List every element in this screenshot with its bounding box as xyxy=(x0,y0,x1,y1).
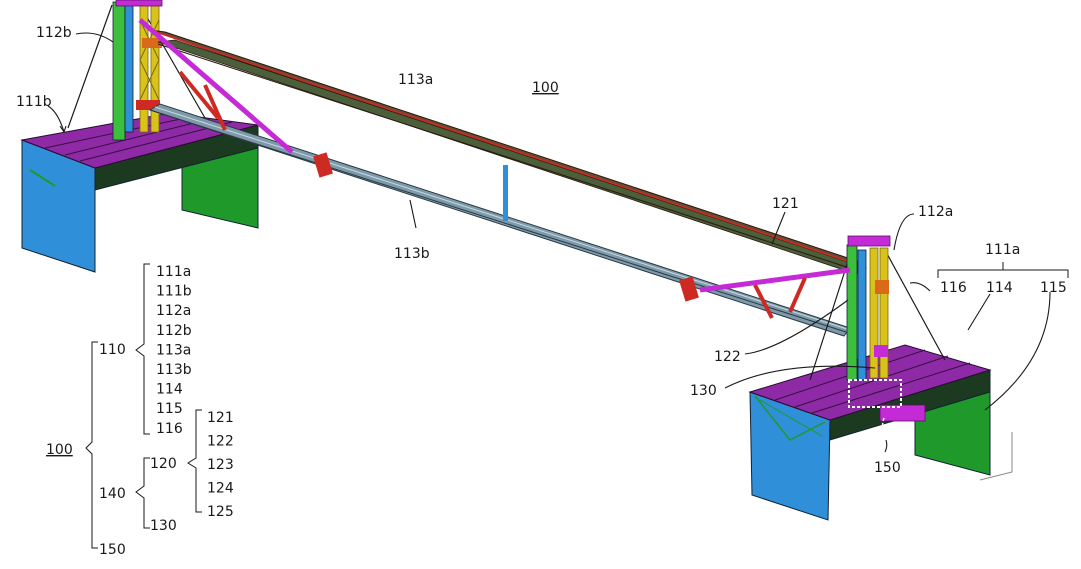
label-113b: 113b xyxy=(394,246,430,262)
label-150: 150 xyxy=(874,460,901,476)
upper-truss-113a xyxy=(149,29,867,275)
middle-hanger xyxy=(503,165,508,221)
label-130: 130 xyxy=(690,383,717,399)
label-112b: 112b xyxy=(36,25,72,41)
tree-child-112b: 112b xyxy=(156,323,192,339)
tree-child-111a: 111a xyxy=(156,264,191,280)
region-130 xyxy=(848,379,902,408)
label-100-main: 100 xyxy=(532,80,559,96)
left-tower xyxy=(67,0,206,141)
label-115: 115 xyxy=(1040,280,1067,296)
tree-child-112a: 112a xyxy=(156,303,191,319)
lower-truss-113b xyxy=(148,103,851,337)
label-116: 116 xyxy=(940,280,967,296)
label-111a: 111a xyxy=(985,242,1020,258)
reference-tree: 100 110 140 150 111a 111b 112a 112b 113a 113b… xyxy=(46,263,234,558)
tree-node-140: 140 xyxy=(99,486,126,502)
tree-child-116: 116 xyxy=(156,421,183,437)
tree-child-122: 122 xyxy=(207,434,234,450)
right-platform xyxy=(748,344,1013,521)
left-platform xyxy=(20,112,259,273)
tree-child-115: 115 xyxy=(156,401,183,417)
callout-labels: 112b 111b 113a 100 113b 121 112a 111a 11… xyxy=(16,25,1067,476)
tree-node-120: 120 xyxy=(150,456,177,472)
label-122: 122 xyxy=(714,349,741,365)
tree-120-children: 121 122 123 124 125 xyxy=(207,410,234,520)
tree-child-125: 125 xyxy=(207,504,234,520)
label-111b: 111b xyxy=(16,94,52,110)
tree-child-114: 114 xyxy=(156,382,183,398)
tree-node-150: 150 xyxy=(99,542,126,558)
label-113a: 113a xyxy=(398,72,433,88)
leader-lines xyxy=(47,32,1069,453)
tree-child-111b: 111b xyxy=(156,284,192,300)
tree-child-113a: 113a xyxy=(156,342,191,358)
right-tower xyxy=(699,235,946,443)
label-114: 114 xyxy=(986,280,1013,296)
tree-child-121: 121 xyxy=(207,410,234,426)
tree-root-100: 100 xyxy=(46,442,73,458)
tree-110-children: 111a 111b 112a 112b 113a 113b 114 115 116 xyxy=(156,264,192,437)
tree-child-124: 124 xyxy=(207,481,234,497)
tree-child-113b: 113b xyxy=(156,362,192,378)
tree-node-130: 130 xyxy=(150,518,177,534)
label-121: 121 xyxy=(772,196,799,212)
label-112a: 112a xyxy=(918,204,953,220)
tree-child-123: 123 xyxy=(207,457,234,473)
tree-node-110: 110 xyxy=(99,342,126,358)
left-stays xyxy=(138,18,294,154)
